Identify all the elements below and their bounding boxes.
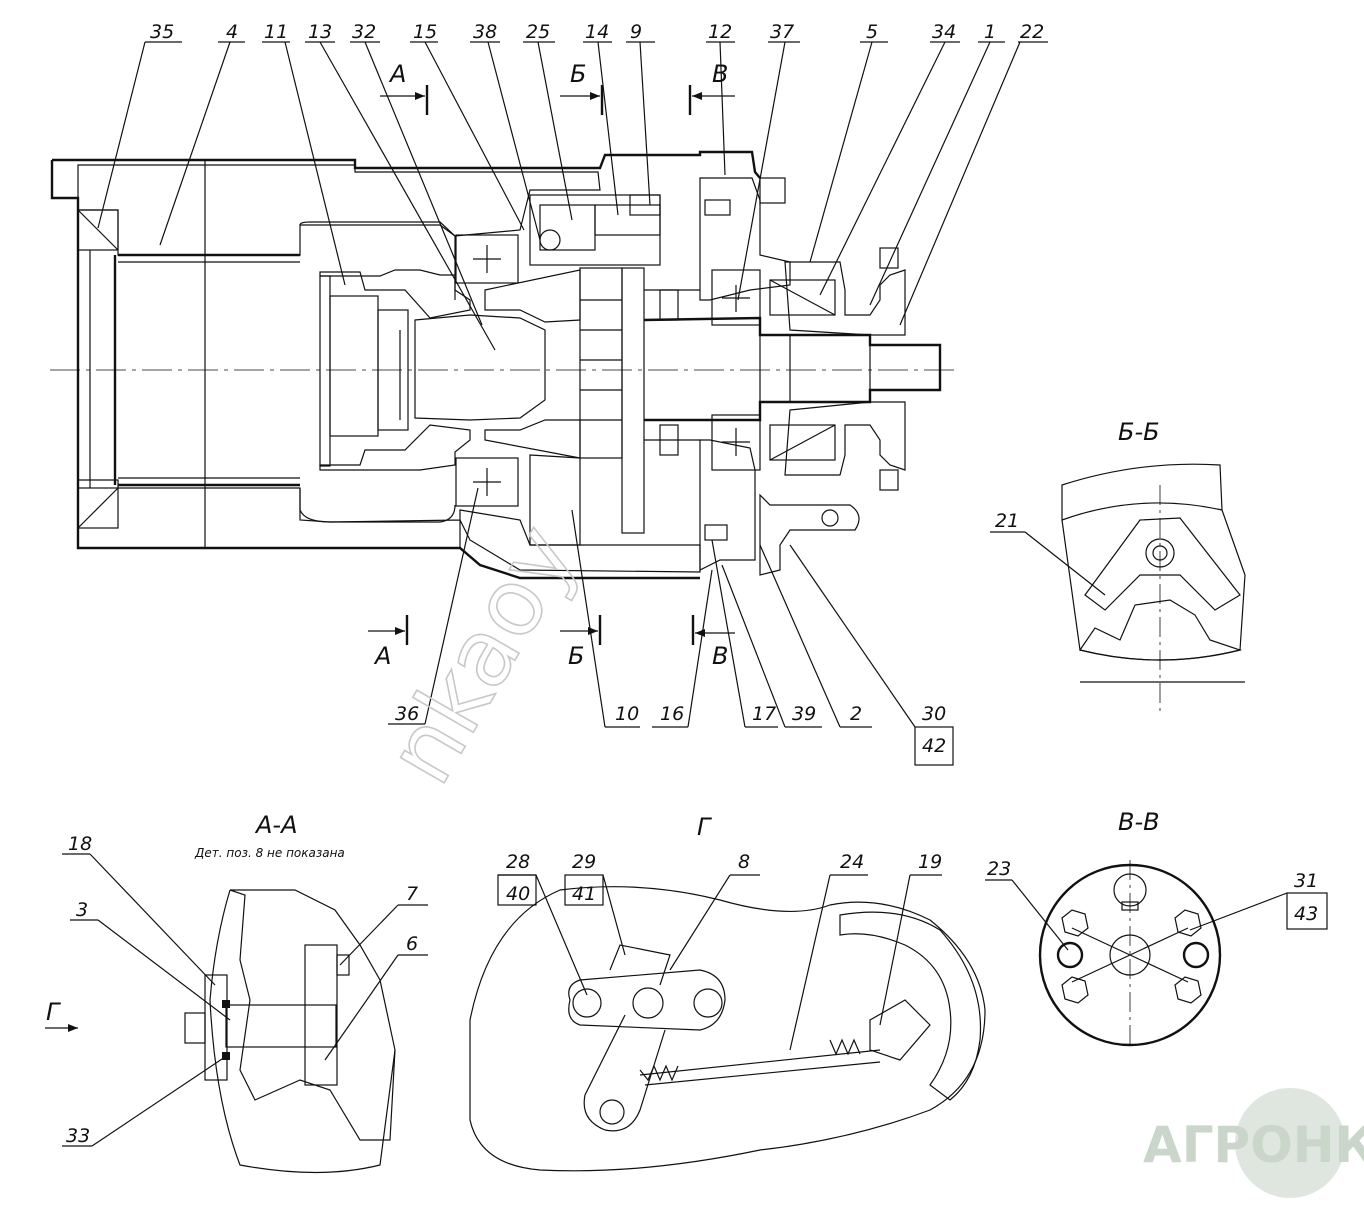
view-mark-g: Г	[46, 998, 61, 1026]
callout-12: 12	[708, 21, 732, 43]
callout-36: 36	[395, 703, 419, 725]
callout-33: 33	[66, 1125, 90, 1147]
section-title-aa: А-А	[254, 811, 298, 839]
callout-2: 2	[850, 703, 862, 725]
callouts-top: 35 4 11 13 32 15 38 25 14 9 12 37 5 34 1…	[97, 21, 1048, 351]
callout-40: 40	[506, 883, 530, 905]
callout-5: 5	[866, 21, 878, 43]
callout-25: 25	[526, 21, 550, 43]
section-mark-a-bottom: А	[373, 642, 391, 670]
callout-43: 43	[1294, 903, 1318, 925]
logo-text: АГРОНКА	[1143, 1116, 1364, 1174]
callout-22: 22	[1020, 21, 1044, 43]
callout-41: 41	[572, 883, 596, 905]
section-bb-view: Б-Б 21	[990, 418, 1246, 712]
callouts-bottom: 36 10 16 17 39 2 30 42	[388, 487, 954, 766]
callout-37: 37	[770, 21, 794, 43]
section-mark-a-top: А	[388, 60, 406, 88]
callout-32: 32	[352, 21, 376, 43]
view-title-g: Г	[697, 813, 712, 841]
callout-34: 34	[932, 21, 956, 43]
callout-10: 10	[615, 703, 639, 725]
callout-9: 9	[630, 21, 642, 43]
section-title-vv: В-В	[1118, 808, 1160, 836]
callout-24: 24	[840, 851, 864, 873]
callout-28: 28	[506, 851, 530, 873]
callout-42: 42	[922, 735, 946, 757]
callout-16: 16	[660, 703, 684, 725]
main-sectional-view	[50, 150, 960, 580]
callout-17: 17	[752, 703, 776, 725]
section-mark-b-bottom: Б	[568, 642, 584, 670]
callout-13: 13	[308, 21, 332, 43]
section-mark-v-top: В	[712, 60, 728, 88]
section-title-bb: Б-Б	[1118, 418, 1160, 446]
callout-21: 21	[995, 510, 1019, 532]
callout-39: 39	[792, 703, 816, 725]
callout-4: 4	[226, 21, 238, 43]
callout-15: 15	[413, 21, 437, 43]
section-mark-b-top: Б	[570, 60, 586, 88]
callout-19: 19	[918, 851, 942, 873]
section-vv-view: В-В 23 31 43	[985, 808, 1328, 1048]
callout-18: 18	[68, 833, 92, 855]
callout-8: 8	[738, 851, 750, 873]
callout-11: 11	[264, 21, 288, 43]
callout-31: 31	[1294, 870, 1318, 892]
view-g: Г 28 40 29 41 8 24 19	[469, 813, 986, 1172]
section-aa-view: А-А Дет. поз. 8 не показана 18 3 7 6 33 …	[45, 811, 428, 1174]
section-aa-note: Дет. поз. 8 не показана	[194, 846, 345, 860]
callout-7: 7	[406, 883, 418, 905]
agronka-logo: АГРОНКА	[1143, 1088, 1364, 1198]
callout-30: 30	[922, 703, 946, 725]
section-mark-v-bottom: В	[712, 642, 728, 670]
callout-23: 23	[987, 858, 1011, 880]
callout-1: 1	[984, 21, 996, 43]
callout-35: 35	[150, 21, 174, 43]
callout-14: 14	[585, 21, 609, 43]
callout-29: 29	[572, 851, 596, 873]
callout-3: 3	[76, 899, 88, 921]
callout-38: 38	[473, 21, 497, 43]
callout-6: 6	[406, 933, 418, 955]
watermark-text: nkaoy	[366, 508, 597, 801]
